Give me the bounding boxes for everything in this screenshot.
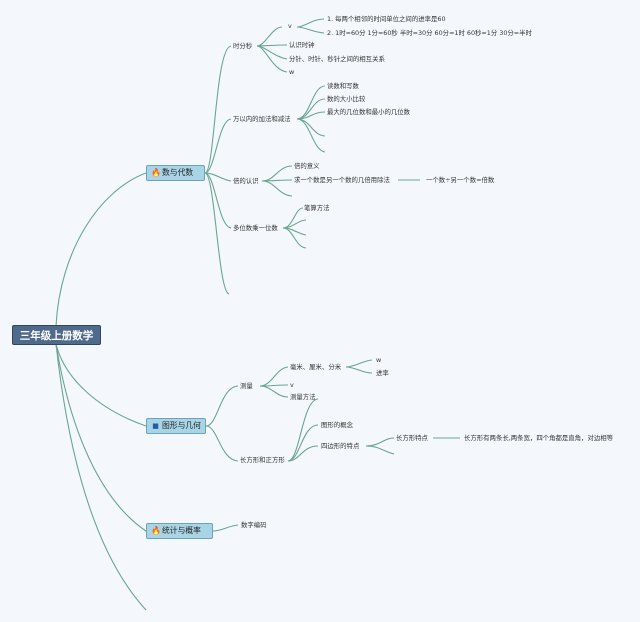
node-quadrilateral[interactable]: 四边形的特点 xyxy=(321,442,360,450)
node-time[interactable]: 时分秒 xyxy=(233,42,253,50)
node-rect-features[interactable]: 长方形特点 xyxy=(396,434,428,442)
node-conversion[interactable]: 2. 1时=60分 1分=60秒 半时=30分 60分=1时 60秒=1分 30… xyxy=(327,29,532,37)
node-compare[interactable]: 数的大小比较 xyxy=(327,95,366,103)
node-w[interactable]: w xyxy=(289,68,295,76)
node-v2[interactable]: v xyxy=(290,381,294,389)
node-max-min[interactable]: 最大的几位数和最小的几位数 xyxy=(327,108,411,116)
node-rate-rule[interactable]: 1. 每两个相邻的时间单位之间的进率是60 xyxy=(327,15,446,23)
topic-label: 数与代数 xyxy=(162,168,194,177)
node-read-write[interactable]: 读数和写数 xyxy=(327,82,359,90)
node-written-method[interactable]: 笔算方法 xyxy=(304,204,330,212)
fire-icon: 🔥 xyxy=(151,526,161,535)
node-clock[interactable]: 认识时钟 xyxy=(289,41,315,49)
node-units[interactable]: 毫米、厘米、分米 xyxy=(290,363,342,371)
node-times-formula[interactable]: 一个数÷另一个数=倍数 xyxy=(426,176,495,184)
node-hands[interactable]: 分针、时针、秒针之间的相互关系 xyxy=(289,55,385,63)
topic-label: 统计与概率 xyxy=(162,526,201,535)
node-rate[interactable]: 进率 xyxy=(376,369,389,377)
topic-label: 图形与几何 xyxy=(162,421,201,430)
node-times-division[interactable]: 求一个数是另一个数的几倍用除法 xyxy=(294,176,390,184)
topic-geometry[interactable]: ■图形与几何 xyxy=(146,418,206,434)
node-rectangle-square[interactable]: 长方形和正方形 xyxy=(240,456,285,464)
node-measure-method[interactable]: 测量方法 xyxy=(290,393,316,401)
node-times[interactable]: 倍的认识 xyxy=(233,177,259,185)
node-measure[interactable]: 测量 xyxy=(240,382,253,390)
node-v[interactable]: v xyxy=(288,22,292,30)
node-rect-desc[interactable]: 长方形有两条长,两条宽，四个角都是直角，对边相等 xyxy=(464,434,614,442)
node-add-sub[interactable]: 万以内的加法和减法 xyxy=(233,115,291,123)
fire-icon: 🔥 xyxy=(151,168,161,177)
flag-icon: ■ xyxy=(152,422,159,430)
node-shape-concept[interactable]: 图形的概念 xyxy=(321,421,353,429)
topic-statistics[interactable]: 🔥统计与概率 xyxy=(146,523,213,539)
node-w2[interactable]: w xyxy=(376,356,382,364)
node-multiply[interactable]: 多位数乘一位数 xyxy=(233,224,278,232)
root-topic[interactable]: 三年级上册数学 xyxy=(12,325,101,345)
node-times-meaning[interactable]: 倍的意义 xyxy=(294,162,320,170)
node-number-coding[interactable]: 数字编码 xyxy=(241,521,267,529)
topic-number-algebra[interactable]: 🔥数与代数 xyxy=(146,165,205,181)
